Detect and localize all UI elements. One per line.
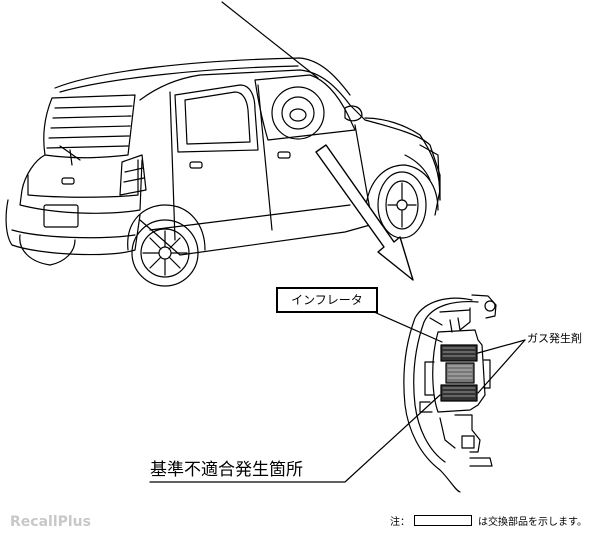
leader-line-top bbox=[221, 1, 319, 79]
legend-note-suffix: は交換部品を示します。 bbox=[478, 516, 587, 528]
inflator-label-box: インフレータ bbox=[276, 287, 378, 313]
zoom-arrow bbox=[315, 144, 414, 281]
leader-defect bbox=[149, 394, 441, 483]
inflator-detail bbox=[403, 294, 497, 493]
leader-gas-2 bbox=[477, 339, 526, 394]
gas-generant-label: ガス発生剤 bbox=[527, 332, 582, 345]
leader-gas-1 bbox=[477, 339, 526, 354]
watermark-logo: RecallPlus bbox=[10, 514, 91, 530]
legend-note-prefix: 注： bbox=[390, 516, 410, 528]
inflator-label: インフレータ bbox=[291, 293, 363, 307]
car-illustration bbox=[5, 57, 441, 287]
legend-replacement-box bbox=[414, 514, 472, 526]
leader-inflator bbox=[373, 311, 443, 343]
legend-note: 注： は交換部品を示します。 bbox=[390, 512, 587, 528]
defect-location-label: 基準不適合発生箇所 bbox=[150, 460, 303, 480]
